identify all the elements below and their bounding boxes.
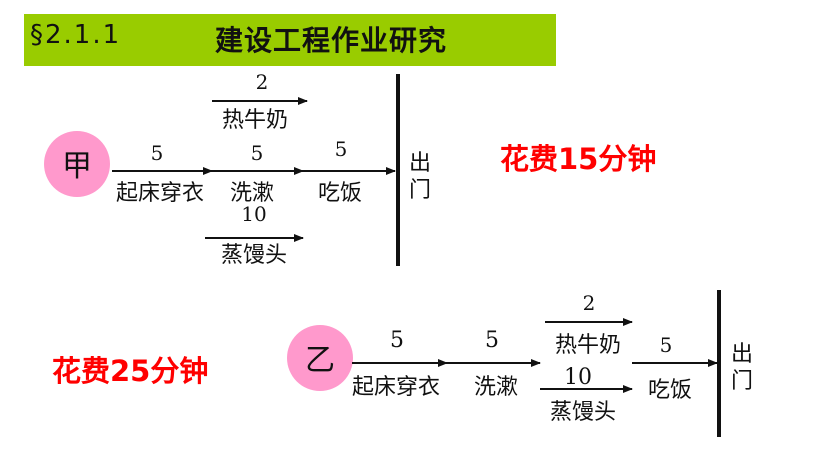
b-dress-minutes: 5 <box>390 328 404 353</box>
scheme-b-cost: 花费25分钟 <box>52 354 209 388</box>
person-a-label: 甲 <box>62 149 92 184</box>
a-milk-label: 热牛奶 <box>222 108 288 133</box>
person-b-circle <box>287 325 353 391</box>
a-dress-minutes: 5 <box>151 141 164 165</box>
a-eat-label: 吃饭 <box>318 181 362 206</box>
b-bun-minutes: 10 <box>564 365 592 390</box>
b-wash-minutes: 5 <box>485 328 499 353</box>
a-eat-minutes: 5 <box>335 137 348 161</box>
a-dress-label: 起床穿衣 <box>116 181 204 206</box>
b-eat-minutes: 5 <box>660 333 673 357</box>
section-number: §2.1.1 <box>30 20 122 50</box>
title-bar <box>24 14 556 66</box>
a-bun-label: 蒸馒头 <box>221 243 287 268</box>
b-milk-minutes: 2 <box>583 291 596 315</box>
b-eat-label: 吃饭 <box>648 378 692 403</box>
a-exit-char-2: 门 <box>409 178 431 203</box>
b-milk-label: 热牛奶 <box>555 333 621 358</box>
person-a-circle <box>44 131 110 197</box>
scheme-b: 乙 5 起床穿衣 5 洗漱 2 热牛奶 10 蒸馒头 5 吃饭 出 门 <box>287 290 753 437</box>
scheme-a-cost: 花费15分钟 <box>500 142 657 176</box>
a-wash-label: 洗漱 <box>230 181 274 206</box>
person-b-label: 乙 <box>305 343 335 378</box>
a-milk-minutes: 2 <box>256 70 269 94</box>
b-wash-label: 洗漱 <box>474 375 518 400</box>
b-exit-char-2: 门 <box>731 369 753 394</box>
scheme-a: 甲 5 起床穿衣 5 洗漱 5 吃饭 2 热牛奶 10 蒸馒头 出 门 <box>44 70 431 268</box>
b-bun-label: 蒸馒头 <box>550 400 616 425</box>
page-title: 建设工程作业研究 <box>215 24 448 57</box>
a-wash-minutes: 5 <box>251 141 264 165</box>
a-bun-minutes: 10 <box>241 202 266 226</box>
b-exit-char-1: 出 <box>731 342 753 367</box>
a-exit-char-1: 出 <box>409 151 431 176</box>
b-dress-label: 起床穿衣 <box>352 375 440 400</box>
